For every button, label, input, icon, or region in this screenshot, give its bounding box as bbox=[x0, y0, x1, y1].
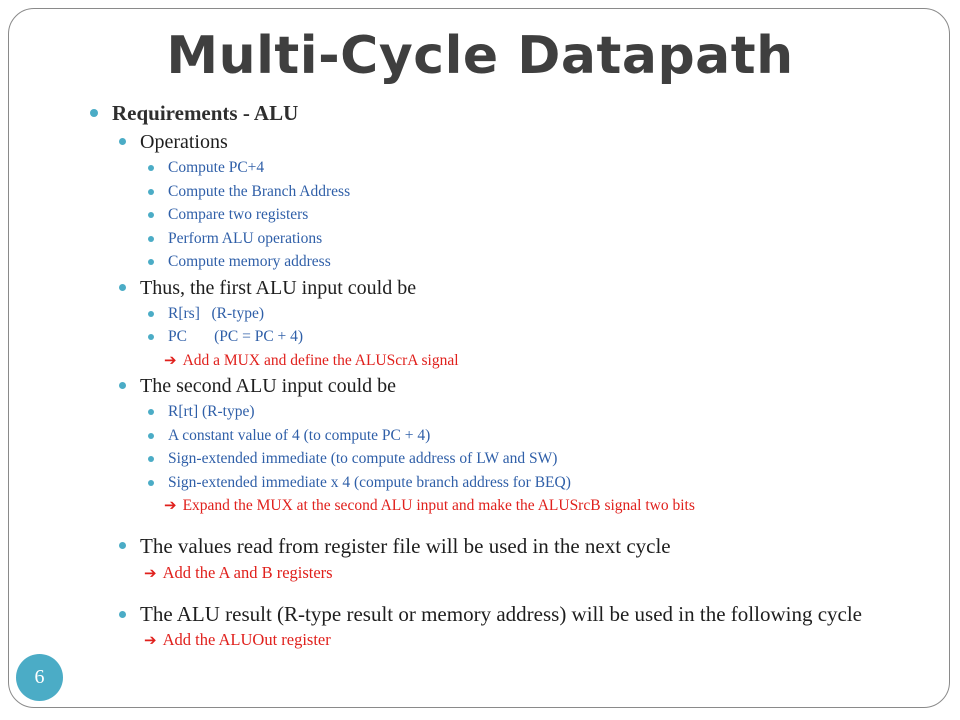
circle-bullet-icon bbox=[148, 479, 154, 486]
slide-frame bbox=[8, 8, 950, 708]
conclusion-text: Add the ALUOut register bbox=[162, 629, 331, 649]
second-input-option: Sign-extended immediate (to compute addr… bbox=[168, 450, 558, 467]
list-item: R[rs] (R-type) bbox=[88, 302, 948, 326]
second-input-option: A constant value of 4 (to compute PC + 4… bbox=[168, 426, 431, 444]
circle-bullet-icon bbox=[148, 432, 154, 439]
conclusion-text: Add the A and B registers bbox=[162, 562, 333, 582]
second-input-conclusion: ➔ Expand the MUX at the second ALU input … bbox=[88, 494, 948, 518]
first-input-option: PC (PC = PC + 4) bbox=[168, 328, 304, 345]
list-item: Sign-extended immediate (to compute addr… bbox=[88, 447, 948, 471]
register-values-label: The values read from register file will … bbox=[140, 533, 671, 558]
circle-bullet-icon bbox=[148, 310, 154, 317]
conclusion-text: Expand the MUX at the second ALU input a… bbox=[182, 497, 695, 514]
right-arrow-icon: ➔ bbox=[164, 350, 177, 369]
right-arrow-icon: ➔ bbox=[144, 630, 157, 649]
slide-title: Multi-Cycle Datapath bbox=[166, 26, 794, 86]
first-input-conclusion: ➔ Add a MUX and define the ALUScrA signal bbox=[88, 349, 948, 373]
list-item: Compute PC+4 bbox=[88, 156, 948, 180]
alu-result-item: The ALU result (R-type result or memory … bbox=[88, 600, 870, 625]
second-input-item: The second ALU input could be bbox=[88, 372, 948, 400]
list-item: PC (PC = PC + 4) bbox=[88, 325, 948, 349]
list-item: Compute the Branch Address bbox=[88, 180, 948, 204]
list-item: R[rt] (R-type) bbox=[88, 400, 948, 424]
second-input-option: Sign-extended immediate x 4 (compute bra… bbox=[168, 473, 571, 491]
circle-bullet-icon bbox=[119, 283, 126, 291]
right-arrow-icon: ➔ bbox=[164, 496, 177, 514]
spacer bbox=[88, 518, 948, 532]
alu-result-label: The ALU result (R-type result or memory … bbox=[140, 601, 862, 626]
heading-requirements-alu: Requirements - ALU bbox=[88, 98, 948, 128]
register-values-conclusion: ➔ Add the A and B registers bbox=[88, 560, 948, 586]
circle-bullet-icon bbox=[148, 456, 154, 462]
circle-bullet-icon bbox=[148, 235, 154, 242]
circle-bullet-icon bbox=[148, 259, 154, 265]
first-input-item: Thus, the first ALU input could be bbox=[88, 274, 948, 302]
right-arrow-icon: ➔ bbox=[144, 563, 157, 582]
list-item: Sign-extended immediate x 4 (compute bra… bbox=[88, 471, 948, 495]
register-values-item: The values read from register file will … bbox=[88, 532, 948, 560]
operation-text: Perform ALU operations bbox=[168, 229, 323, 247]
list-item: A constant value of 4 (to compute PC + 4… bbox=[88, 424, 948, 448]
page-number-badge: 6 bbox=[16, 654, 63, 701]
circle-bullet-icon bbox=[148, 165, 154, 171]
circle-bullet-icon bbox=[90, 109, 98, 117]
first-input-option: R[rs] (R-type) bbox=[168, 304, 264, 322]
second-input-label: The second ALU input could be bbox=[140, 375, 397, 397]
operation-text: Compute memory address bbox=[168, 253, 331, 270]
operation-text: Compare two registers bbox=[168, 206, 309, 223]
circle-bullet-icon bbox=[148, 334, 154, 340]
circle-bullet-icon bbox=[148, 188, 154, 195]
alu-result-conclusion: ➔ Add the ALUOut register bbox=[88, 625, 948, 655]
circle-bullet-icon bbox=[119, 541, 126, 549]
spacer bbox=[88, 586, 948, 600]
slide-content: Requirements - ALU Operations Compute PC… bbox=[88, 98, 948, 655]
operation-text: Compute the Branch Address bbox=[168, 182, 351, 200]
heading-text: Requirements - ALU bbox=[112, 101, 299, 125]
conclusion-text: Add a MUX and define the ALUScrA signal bbox=[182, 351, 459, 369]
operations-label: Operations bbox=[140, 131, 228, 153]
first-input-label: Thus, the first ALU input could be bbox=[140, 276, 417, 299]
list-item: Perform ALU operations bbox=[88, 227, 948, 251]
circle-bullet-icon bbox=[148, 409, 154, 415]
list-item: Compare two registers bbox=[88, 203, 948, 227]
operation-text: Compute PC+4 bbox=[168, 159, 265, 176]
operations-item: Operations bbox=[88, 128, 948, 156]
list-item: Compute memory address bbox=[88, 250, 948, 274]
circle-bullet-icon bbox=[119, 610, 126, 618]
second-input-option: R[rt] (R-type) bbox=[168, 403, 255, 420]
circle-bullet-icon bbox=[148, 212, 154, 218]
circle-bullet-icon bbox=[119, 138, 126, 145]
circle-bullet-icon bbox=[119, 382, 126, 389]
